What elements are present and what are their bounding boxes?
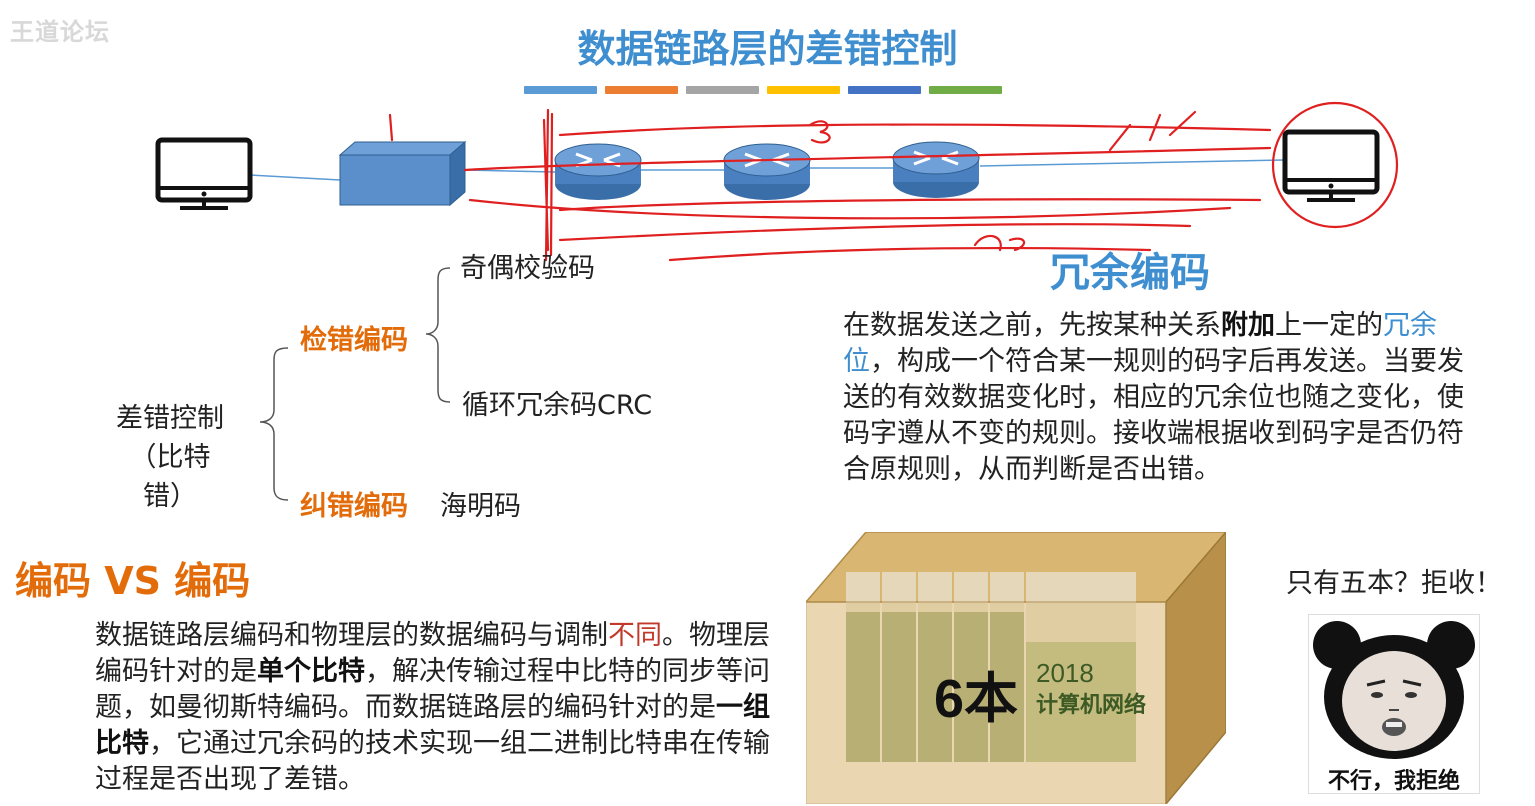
- correct-coding-label: 纠错编码: [300, 491, 408, 522]
- coding-vs-paragraph: 数据链路层编码和物理层的数据编码与调制不同。物理层编码针对的是单个比特，解决传输…: [95, 620, 770, 795]
- color-bar: [686, 86, 759, 94]
- meme-top-text: 只有五本？拒收！: [1286, 568, 1502, 599]
- computer-right-icon: [1282, 129, 1380, 202]
- meme-image: 不行，我拒绝: [1308, 614, 1480, 794]
- tree-brackets: [259, 267, 450, 501]
- redundancy-title: 冗余编码: [1050, 250, 1210, 296]
- parity-code-item: 奇偶校验码: [460, 253, 595, 284]
- book-year: 2018: [1036, 658, 1094, 688]
- computer-left-icon: [155, 137, 253, 210]
- book-box-illustration: 2018 计算机网络 6本: [806, 532, 1226, 804]
- tree-root-label: 差错控制: [116, 403, 224, 434]
- hamming-code-item: 海明码: [440, 491, 521, 522]
- tree-root: 差错控制 （比特错）: [110, 396, 230, 513]
- coding-vs-title: 编码 VS 编码: [15, 559, 251, 603]
- color-bar: [524, 86, 597, 94]
- color-bar: [929, 86, 1002, 94]
- color-bar: [767, 86, 840, 94]
- panda-face-icon: [1313, 621, 1475, 759]
- router-icon: [554, 143, 642, 200]
- switch-icon: [338, 140, 467, 207]
- meme-caption: 不行，我拒绝: [1327, 769, 1460, 794]
- color-bar-strip: [524, 86, 1002, 94]
- slide-title: 数据链路层的差错控制: [577, 27, 958, 71]
- network-diagram: [155, 101, 1399, 262]
- crc-code-item: 循环冗余码CRC: [462, 390, 653, 421]
- book-title: 计算机网络: [1036, 692, 1146, 717]
- watermark-logo: 王道论坛: [10, 18, 110, 46]
- tree-root-sublabel: （比特错）: [129, 442, 211, 512]
- detect-coding-label: 检错编码: [300, 325, 408, 356]
- redundancy-paragraph: 在数据发送之前，先按某种关系附加上一定的冗余位，构成一个符合某一规则的码字后再发…: [843, 310, 1464, 485]
- color-bar: [848, 86, 921, 94]
- book-count-label: 6本: [934, 669, 1018, 729]
- color-bar: [605, 86, 678, 94]
- router-icon: [892, 141, 980, 198]
- router-icon: [723, 143, 811, 200]
- red-annotation-strokes: [388, 101, 1399, 262]
